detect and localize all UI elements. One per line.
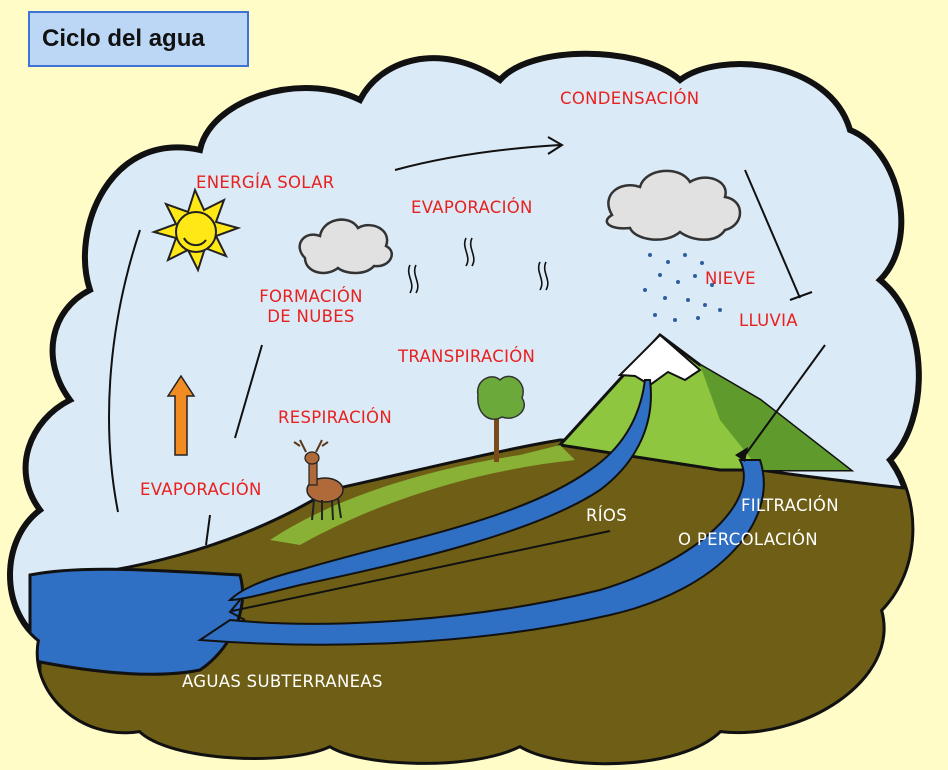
flow-arrows <box>108 136 826 621</box>
mountain-shadow <box>700 365 850 470</box>
label-evaporacion-top: EVAPORACIÓN <box>411 198 533 217</box>
title-box: Ciclo del agua <box>28 11 249 67</box>
label-percolacion: O PERCOLACIÓN <box>678 530 818 549</box>
label-aguas-subterraneas: AGUAS SUBTERRANEAS <box>182 672 383 691</box>
mountain-snowcap <box>617 333 702 387</box>
underground-water <box>197 459 765 646</box>
label-evaporacion-bottom: EVAPORACIÓN <box>140 480 262 499</box>
label-energia-solar: ENERGÍA SOLAR <box>196 173 335 192</box>
river <box>227 379 652 602</box>
evaporation-up-arrow <box>166 374 196 456</box>
label-filtracion: FILTRACIÓN <box>741 496 839 515</box>
deer <box>293 439 344 521</box>
forming-cloud <box>298 218 393 275</box>
steam-lines <box>407 237 549 294</box>
label-respiracion: RESPIRACIÓN <box>278 408 392 427</box>
label-lluvia: LLUVIA <box>739 311 798 330</box>
label-formacion-nubes-1: FORMACIÓN <box>259 287 363 306</box>
label-condensacion: CONDENSACIÓN <box>560 89 700 108</box>
label-rios: RÍOS <box>586 506 627 525</box>
label-nieve: NIEVE <box>705 269 756 288</box>
hill-grass <box>270 445 575 545</box>
tree <box>477 375 525 462</box>
earth-ground <box>38 438 919 763</box>
page-title: Ciclo del agua <box>42 25 205 52</box>
sea <box>28 567 245 676</box>
filtration-arrowhead <box>735 447 748 462</box>
rain-cloud <box>605 169 742 241</box>
label-transpiracion: TRANSPIRACIÓN <box>398 347 536 366</box>
label-formacion-nubes-2: DE NUBES <box>267 307 355 326</box>
precipitation-dots <box>643 253 722 322</box>
sun-icon <box>150 187 242 273</box>
